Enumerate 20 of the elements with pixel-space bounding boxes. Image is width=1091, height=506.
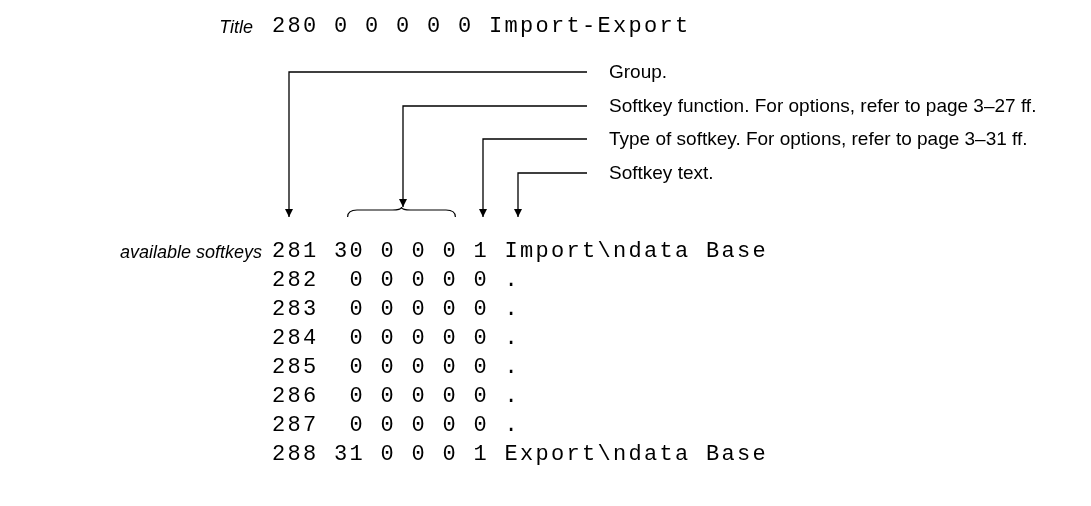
leader-line — [399, 105, 588, 208]
code-line: 281 30 0 0 0 1 Import\ndata Base — [272, 217, 769, 263]
callout-label: Softkey text. — [587, 161, 714, 185]
callout-label: Type of softkey. For options, refer to page 3–31 ff. — [587, 127, 1028, 151]
code-line: 283 0 0 0 0 0 . — [272, 299, 521, 321]
code-line: 282 0 0 0 0 0 . — [272, 270, 521, 292]
leader-line — [479, 138, 588, 218]
leader-line — [285, 71, 588, 218]
code-line: 288 31 0 0 0 1 Export\ndata Base — [272, 444, 769, 466]
code-line: 285 0 0 0 0 0 . — [272, 357, 521, 379]
code-line: 280 0 0 0 0 0 Import-Export — [272, 16, 691, 38]
code-line: 284 0 0 0 0 0 . — [272, 328, 521, 350]
callout-label: Softkey function. For options, refer to page 3–27 ff. — [587, 94, 1037, 118]
leader-line — [514, 172, 588, 218]
code-line: 286 0 0 0 0 0 . — [272, 386, 521, 408]
callout-label: Group. — [587, 60, 668, 84]
brace-drawing — [347, 207, 456, 217]
row-label: Title — [219, 16, 253, 38]
code-line: 287 0 0 0 0 0 . — [272, 415, 521, 437]
row-label: available softkeys — [119, 241, 262, 263]
